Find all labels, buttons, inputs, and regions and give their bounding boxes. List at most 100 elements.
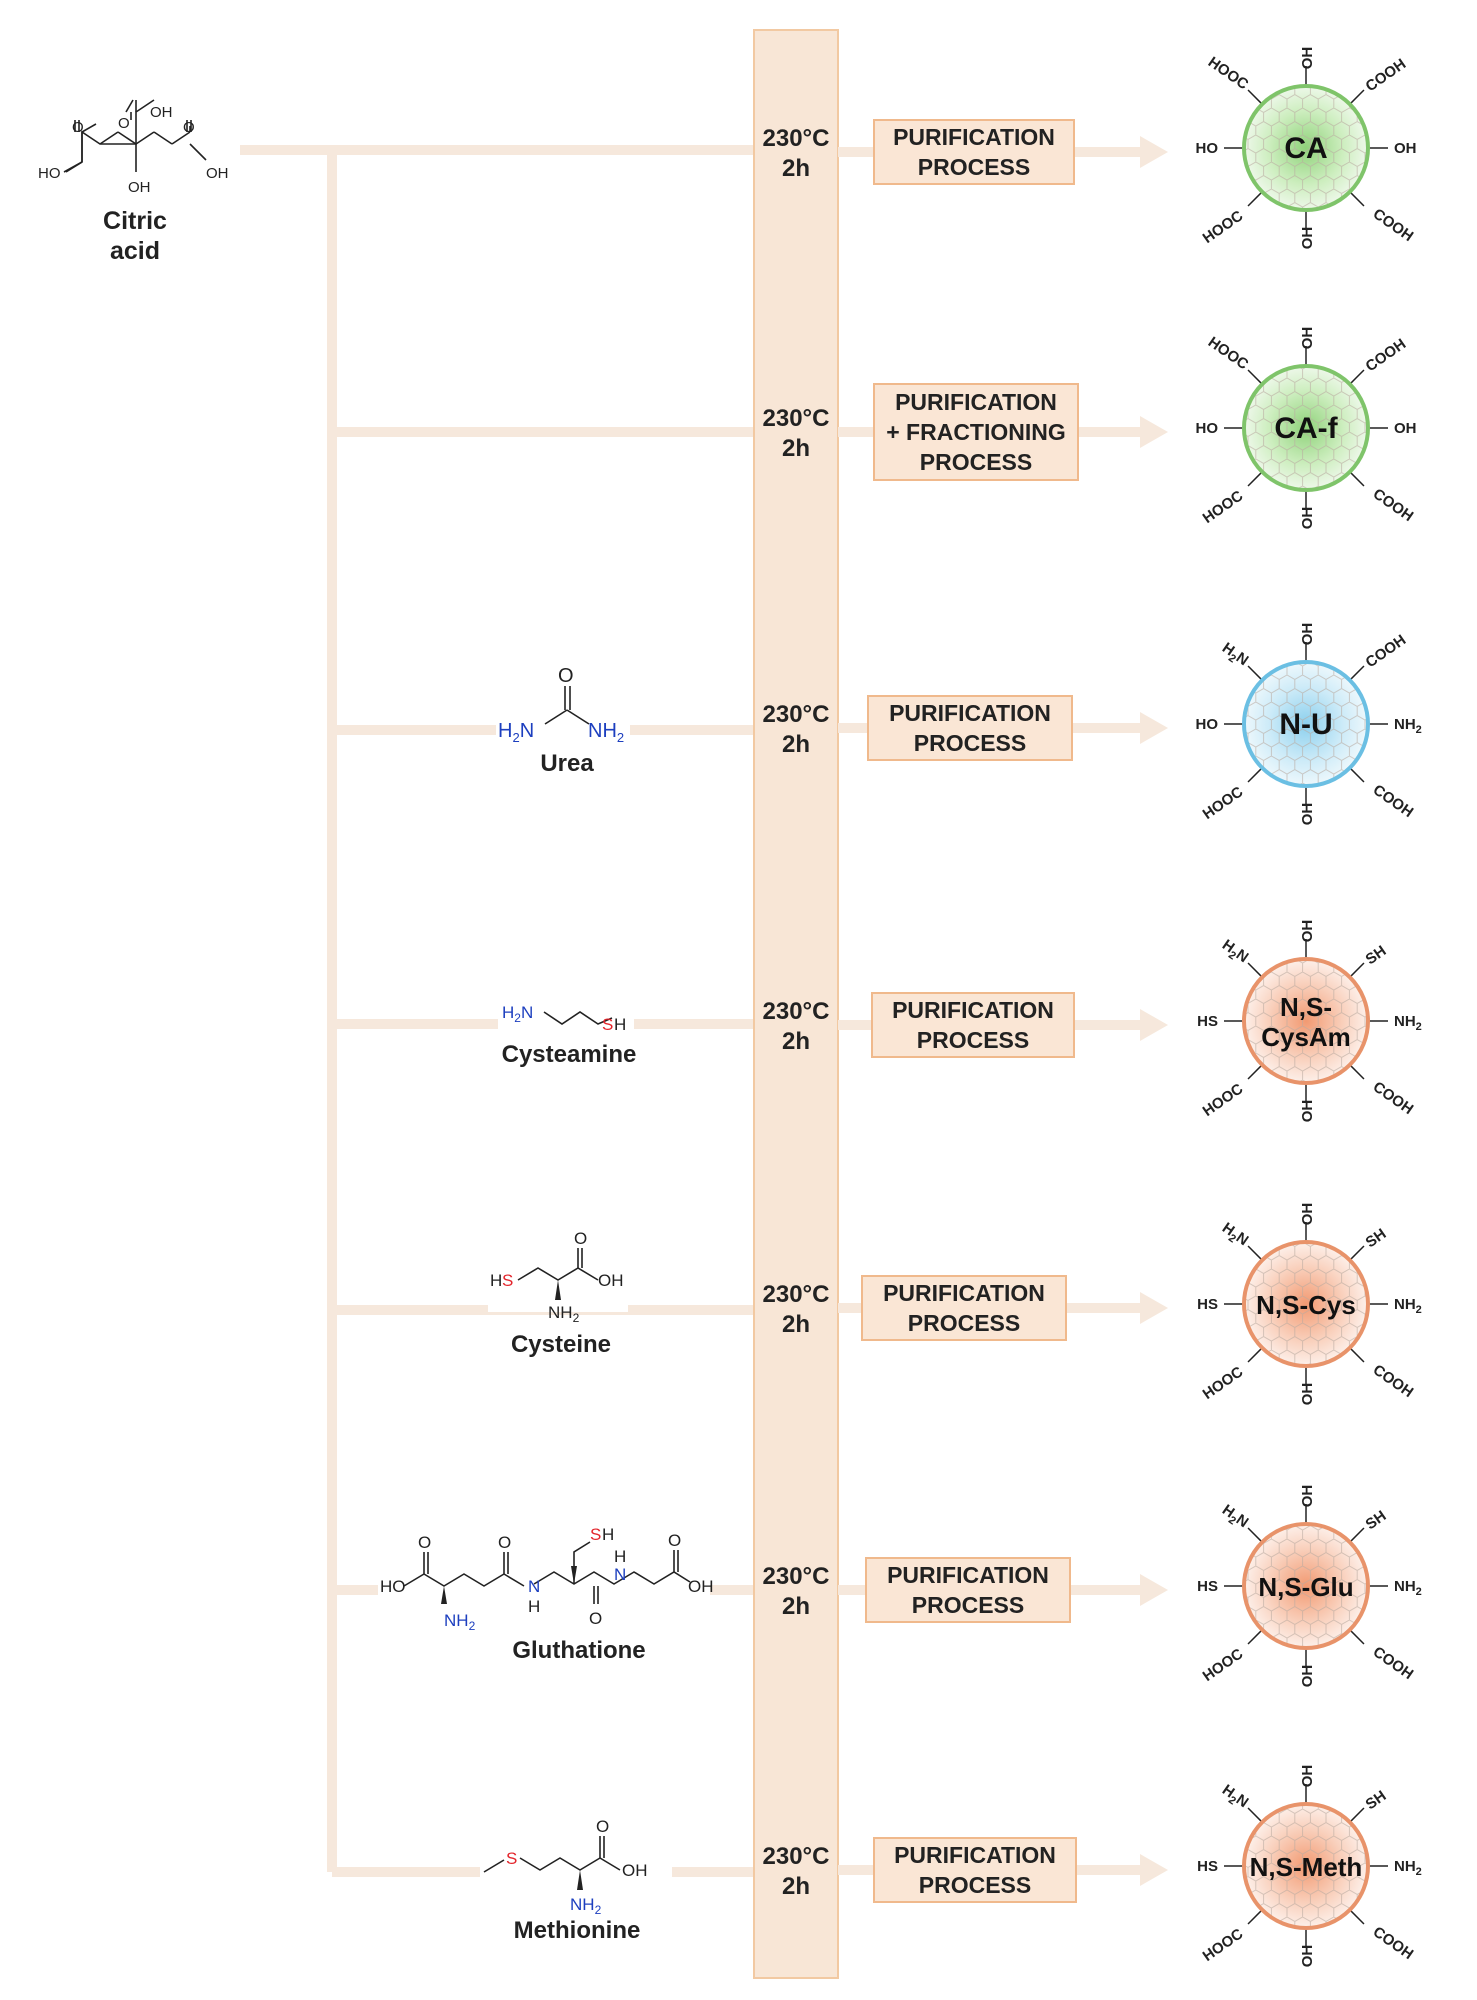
functional-group: COOH <box>1370 1361 1417 1401</box>
svg-text:O: O <box>596 1817 609 1836</box>
svg-text:O: O <box>118 115 130 132</box>
functional-group: HS <box>1197 1296 1218 1313</box>
functional-group: COOH <box>1370 1923 1417 1963</box>
functional-group: HS <box>1197 1013 1218 1030</box>
dopant-label-urea: Urea <box>540 750 594 777</box>
flow-arrow-head <box>1140 1292 1168 1324</box>
svg-text:N: N <box>614 1565 626 1584</box>
functional-group: COOH <box>1363 336 1410 376</box>
bond-line <box>1247 1347 1263 1363</box>
bond-line <box>1349 1347 1365 1363</box>
svg-text:N: N <box>528 1577 540 1596</box>
reaction-temperature: 230°C <box>763 1563 830 1590</box>
bond-line <box>1349 1909 1365 1925</box>
svg-text:OH: OH <box>150 104 173 121</box>
bond-line <box>1349 1064 1365 1080</box>
bond-line <box>1247 369 1263 385</box>
svg-text:O: O <box>558 665 574 687</box>
functional-group: HOOC <box>1205 334 1252 374</box>
bond-line <box>1349 369 1365 385</box>
reaction-time: 2h <box>782 1593 810 1620</box>
functional-group: SH <box>1363 942 1390 968</box>
carbon-dot-ring <box>1242 84 1370 212</box>
svg-text:OH: OH <box>206 165 229 182</box>
process-label: PROCESS <box>908 1310 1020 1336</box>
functional-group: NH2 <box>1394 1296 1422 1316</box>
bond-line <box>1349 767 1365 783</box>
functional-group: HOOC <box>1200 207 1247 247</box>
process-label: PROCESS <box>920 449 1032 475</box>
flow-arrow-head <box>1140 1854 1168 1886</box>
carbon-dot-lattice <box>1244 366 1368 490</box>
svg-text:O: O <box>589 1609 602 1628</box>
carbon-dot-lattice <box>1244 662 1368 786</box>
bond-line <box>1247 1064 1263 1080</box>
flow-arrow-head <box>1140 416 1168 448</box>
functional-group: COOH <box>1370 1078 1417 1118</box>
functional-group: NH2 <box>1394 716 1422 736</box>
reaction-temperature: 230°C <box>763 405 830 432</box>
dopant-structures: O H2N NH2 H2N S H O H S OH NH2 <box>378 665 714 1917</box>
bond-line <box>1247 89 1263 105</box>
carbon-dot-label: N,S-Cys <box>1256 1290 1356 1320</box>
process-label: PROCESS <box>912 1592 1024 1618</box>
carbon-dot-lattice <box>1244 1242 1368 1366</box>
functional-group: COOH <box>1370 485 1417 525</box>
svg-text:H2N: H2N <box>502 1003 533 1025</box>
functional-group: OH <box>1299 803 1316 826</box>
svg-text:HO: HO <box>38 165 61 182</box>
svg-text:S: S <box>506 1849 517 1868</box>
reaction-column <box>753 29 839 1979</box>
glutathione-structure: O O O O HO OH N H N H NH2 S H <box>378 1516 714 1633</box>
svg-text:S: S <box>502 1271 513 1290</box>
process-box <box>873 119 1075 185</box>
bond-line <box>1247 1245 1263 1261</box>
synthesis-rows: 230°C 2h PURIFICATION PROCESS OH COOH OH COOH OH… <box>763 47 1422 1968</box>
svg-text:OH: OH <box>598 1271 624 1290</box>
functional-group: HO <box>1196 716 1219 733</box>
functional-group: NH2 <box>1394 1578 1422 1598</box>
carbon-dot-ring <box>1242 1522 1370 1650</box>
functional-group: OH <box>1394 140 1417 157</box>
functional-group: COOH <box>1370 1643 1417 1683</box>
functional-group: OH <box>1299 507 1316 530</box>
svg-text:O: O <box>183 119 195 136</box>
functional-group: HOOC <box>1205 54 1252 94</box>
svg-text:H: H <box>602 1525 614 1544</box>
bond-line <box>1349 962 1365 978</box>
process-box <box>861 1275 1067 1341</box>
functional-group: NH2 <box>1394 1013 1422 1033</box>
bond-line <box>1349 1629 1365 1645</box>
bond-line <box>1349 89 1365 105</box>
carbon-dot-ring <box>1242 660 1370 788</box>
carbon-dot-ring <box>1242 364 1370 492</box>
dopant-label-cysteine: Cysteine <box>511 1331 611 1358</box>
functional-group: NH2 <box>1394 1858 1422 1878</box>
functional-group: HO <box>1196 140 1219 157</box>
functional-group: OH <box>1394 420 1417 437</box>
cysteine-structure: O H S OH NH2 <box>488 1229 628 1325</box>
functional-group: OH <box>1299 327 1316 350</box>
synthesis-row: 230°C2hPURIFICATIONPROCESSOHSHNH2COOHOHH… <box>763 1485 1422 1688</box>
precursor-label-line1: Citric <box>103 207 167 235</box>
svg-text:O: O <box>418 1533 431 1552</box>
functional-group: OH <box>1299 1665 1316 1688</box>
carbon-dot-ring <box>1242 1240 1370 1368</box>
functional-group: COOH <box>1363 56 1410 96</box>
flow-arrow-head <box>1140 1009 1168 1041</box>
functional-group: OH <box>1299 47 1316 70</box>
functional-group: OH <box>1299 1765 1316 1788</box>
citric-acid-structure <box>63 99 207 173</box>
svg-text:O: O <box>668 1531 681 1550</box>
process-label: PURIFICATION <box>883 1280 1045 1306</box>
svg-text:NH2: NH2 <box>444 1611 476 1633</box>
reaction-temperature: 230°C <box>763 998 830 1025</box>
bond-line <box>1247 191 1263 207</box>
reaction-time: 2h <box>782 1873 810 1900</box>
svg-text:S: S <box>602 1015 613 1034</box>
process-label: PURIFICATION <box>892 997 1054 1023</box>
